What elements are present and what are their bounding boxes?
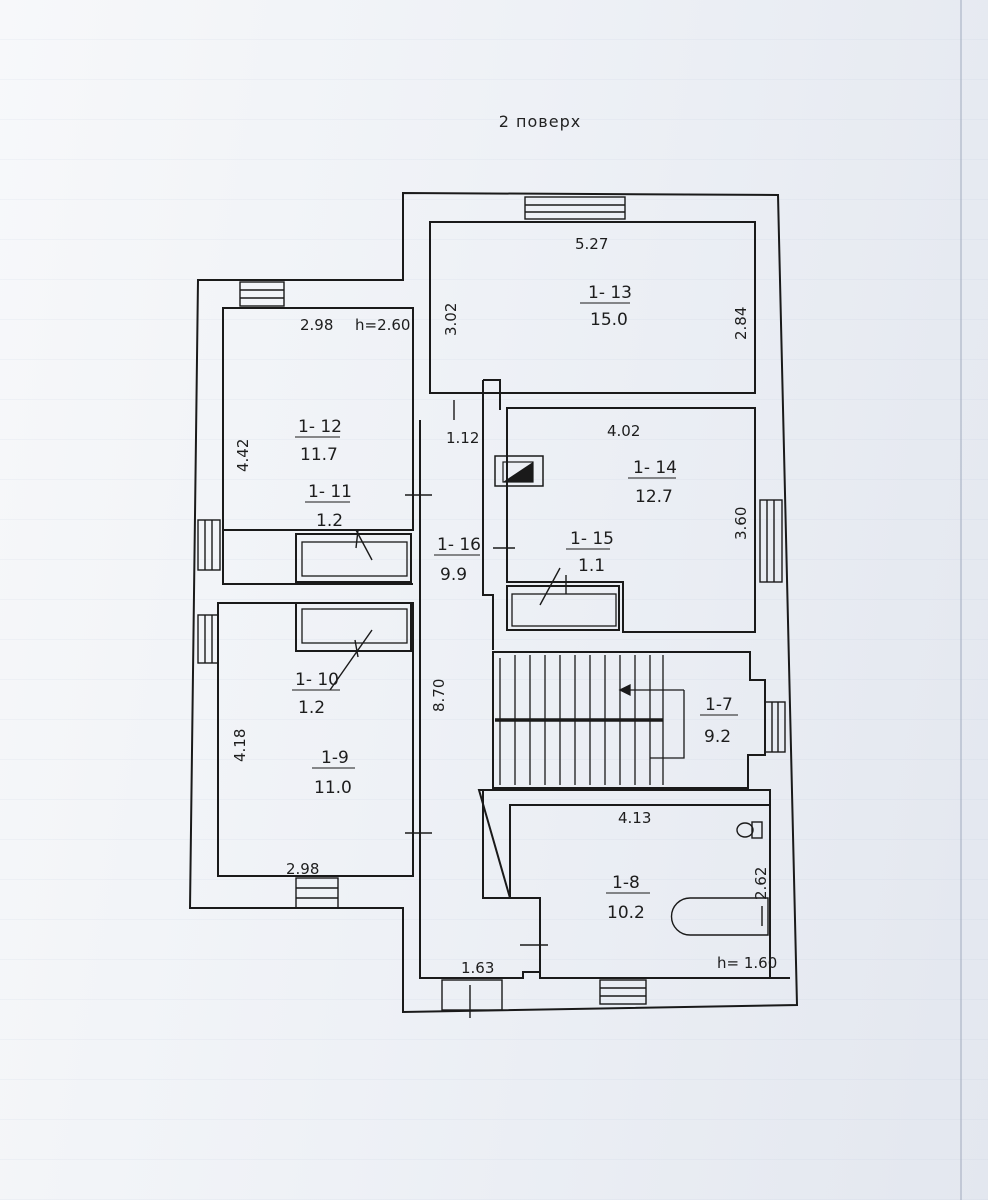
chimney-icon xyxy=(494,455,544,487)
dim-height-top: h=2.60 xyxy=(355,316,410,334)
dimension-labels: 5.27 3.02 2.84 2.98 h=2.60 4.42 1.12 4.0… xyxy=(231,235,777,977)
dim-r8-width: 4.13 xyxy=(618,809,651,827)
dim-r9-height: 4.18 xyxy=(231,729,249,762)
room-code-8: 1-8 xyxy=(612,873,640,893)
room-outline-11 xyxy=(295,533,412,583)
margin-line xyxy=(960,0,962,1200)
room-area-7: 9.2 xyxy=(704,727,731,747)
dim-r13-width: 5.27 xyxy=(575,235,608,253)
room-area-12: 11.7 xyxy=(300,445,338,465)
room-area-14: 12.7 xyxy=(635,487,673,507)
dim-corridor-bottom: 1.63 xyxy=(461,959,494,977)
dim-corridor-length: 8.70 xyxy=(430,679,448,712)
dim-height-bath: h= 1.60 xyxy=(717,954,777,972)
room-outline-12-lower xyxy=(222,308,413,585)
dim-r12-height: 4.42 xyxy=(234,439,252,472)
dim-r13-left: 3.02 xyxy=(442,303,460,336)
room-area-9: 11.0 xyxy=(314,778,352,798)
room-area-13: 15.0 xyxy=(590,310,628,330)
room-code-15: 1- 15 xyxy=(570,529,614,549)
room-area-16: 9.9 xyxy=(440,565,467,585)
room-code-10: 1- 10 xyxy=(295,670,339,690)
dim-r12-width: 2.98 xyxy=(300,316,333,334)
room-outline-9 xyxy=(217,602,414,877)
staircase xyxy=(495,655,685,785)
room-outline-14 xyxy=(506,407,756,633)
room-code-16: 1- 16 xyxy=(437,535,481,555)
room-outline-13 xyxy=(429,221,756,394)
room-outline-10 xyxy=(295,602,412,652)
dim-r8-height: 2.62 xyxy=(752,867,770,900)
dim-r13-right: 2.84 xyxy=(732,307,750,340)
toilet-icon xyxy=(736,821,763,839)
dim-corridor-top: 1.12 xyxy=(446,429,479,447)
room-code-7: 1-7 xyxy=(705,695,733,715)
outer-wall xyxy=(188,191,799,1014)
room-area-11: 1.2 xyxy=(316,511,343,531)
dim-r9-width: 2.98 xyxy=(286,860,319,878)
dim-r14-width: 4.02 xyxy=(607,422,640,440)
room-area-8: 10.2 xyxy=(607,903,645,923)
door-marks xyxy=(329,400,567,1018)
room-outline-15 xyxy=(506,585,620,631)
windows xyxy=(197,196,786,1011)
room-outline-7 xyxy=(492,651,766,789)
room-code-9: 1-9 xyxy=(321,748,349,768)
dim-r14-height: 3.60 xyxy=(732,507,750,540)
room-code-13: 1- 13 xyxy=(588,283,632,303)
room-area-10: 1.2 xyxy=(298,698,325,718)
room-area-15: 1.1 xyxy=(578,556,605,576)
room-code-12: 1- 12 xyxy=(298,417,342,437)
room-outline-8 xyxy=(477,789,771,979)
bathtub-icon xyxy=(670,897,769,936)
room-code-11: 1- 11 xyxy=(308,482,352,502)
page-title: 2 поверх xyxy=(498,112,582,131)
room-labels: 1- 13 15.0 1- 12 11.7 1- 11 1.2 1- 14 12… xyxy=(292,283,738,923)
room-code-14: 1- 14 xyxy=(633,458,677,478)
